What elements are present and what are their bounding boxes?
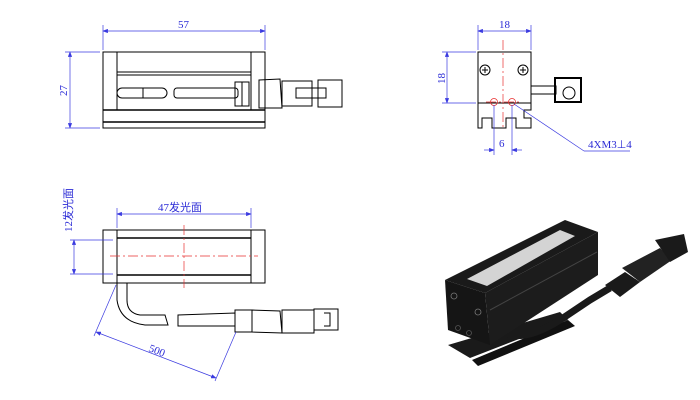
top-view: 47发光面 12发光面 500	[61, 188, 339, 382]
hole-spacing-dimension-6: 6	[499, 138, 505, 150]
isometric-view	[445, 220, 688, 366]
side-view: 18 18 6 4XM3⊥4	[436, 19, 632, 155]
width-dimension-57: 57	[178, 19, 190, 31]
cable-length-dimension: 500	[147, 343, 167, 360]
width-dimension-18: 18	[499, 19, 511, 31]
height-dimension-18: 18	[436, 73, 448, 85]
emitting-length-dimension: 47发光面	[158, 200, 202, 214]
front-view: 57 27	[58, 19, 343, 129]
hole-note: 4XM3⊥4	[588, 139, 632, 151]
emitting-width-dimension: 12发光面	[61, 188, 75, 232]
height-dimension-27: 27	[58, 85, 70, 97]
